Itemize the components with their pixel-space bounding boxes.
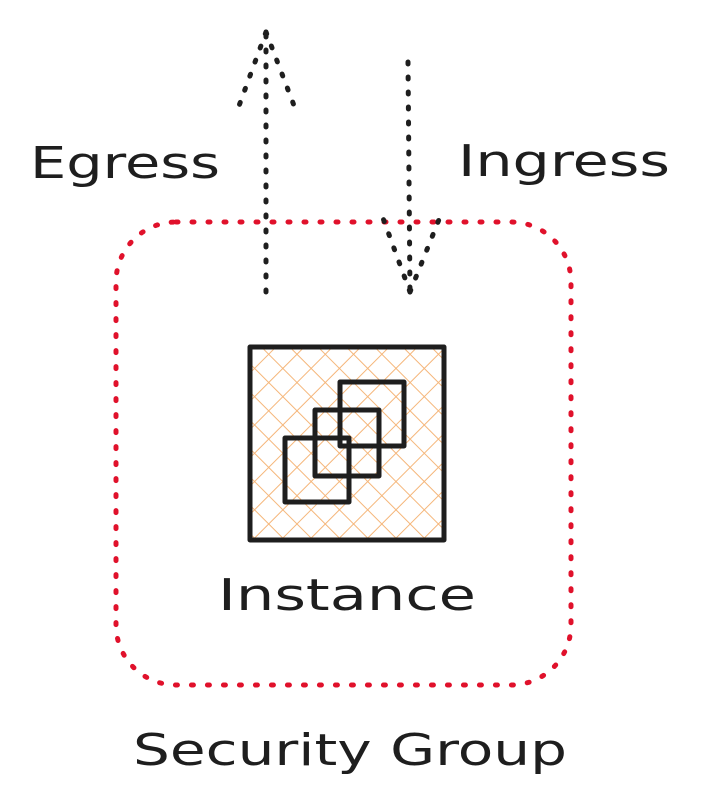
instance-label: Instance (218, 570, 476, 621)
ingress-arrow (377, 59, 445, 297)
egress-arrow (233, 27, 301, 295)
stacked-squares-icon (282, 379, 407, 505)
ingress-arrow-shaft (405, 59, 413, 297)
egress-label: Egress (30, 138, 220, 189)
egress-arrowhead-left (233, 29, 269, 117)
ingress-label: Ingress (458, 136, 670, 187)
security-group-label: Security Group (133, 725, 567, 776)
ingress-arrowhead-left (377, 207, 413, 295)
instance-box (247, 344, 447, 543)
ingress-arrowhead-right (407, 209, 445, 295)
egress-arrowhead-right (263, 29, 301, 119)
